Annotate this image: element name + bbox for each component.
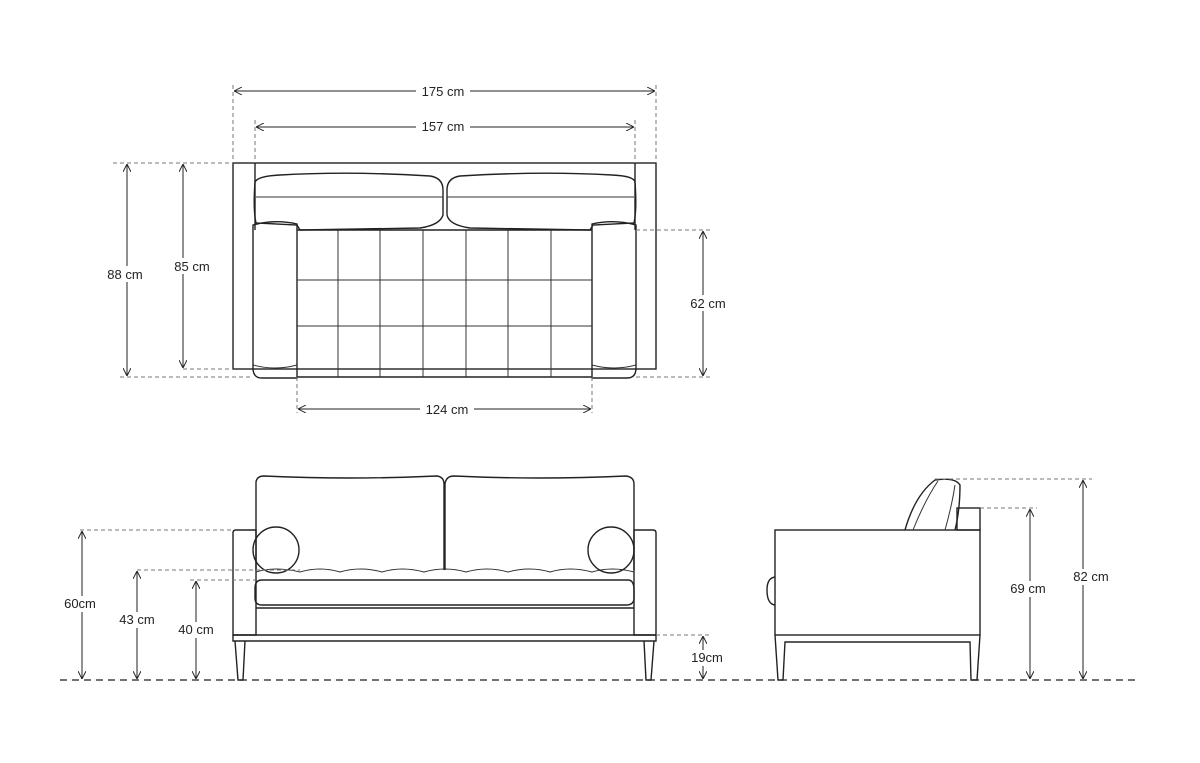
back-cushion-right bbox=[446, 172, 637, 231]
bolster-left bbox=[252, 526, 300, 574]
arm-right bbox=[591, 221, 637, 379]
dim-62: 62 cm bbox=[690, 296, 725, 311]
front-bolster bbox=[766, 576, 776, 606]
front-view: 60cm 43 cm 40 cm 19cm bbox=[58, 475, 728, 681]
dim-43: 43 cm bbox=[119, 612, 154, 627]
dim-82: 82 cm bbox=[1073, 569, 1108, 584]
dim-19: 19cm bbox=[691, 650, 723, 665]
leg-left bbox=[234, 640, 246, 681]
dim-157: 157 cm bbox=[422, 119, 465, 134]
dim-85: 85 cm bbox=[174, 259, 209, 274]
leg-right bbox=[643, 640, 655, 681]
back-cushion-left bbox=[253, 172, 444, 231]
back-cushion-right bbox=[444, 475, 635, 570]
side-view: 69 cm 82 cm bbox=[766, 478, 1114, 681]
side-legs bbox=[774, 634, 981, 681]
side-body bbox=[774, 529, 981, 636]
arm-left bbox=[232, 529, 257, 636]
dim-60: 60cm bbox=[64, 596, 96, 611]
seat-cushion bbox=[254, 579, 635, 606]
dim-124: 124 cm bbox=[426, 402, 469, 417]
dim-88: 88 cm bbox=[107, 267, 142, 282]
seat-grid bbox=[297, 229, 592, 378]
frame-outline bbox=[232, 162, 657, 370]
back-cushion bbox=[904, 478, 961, 531]
arm-top bbox=[956, 507, 981, 531]
back-cushion-left bbox=[255, 475, 445, 570]
arm-left bbox=[252, 221, 298, 379]
top-view: 175 cm 157 cm 88 cm 85 cm 62 cm 124 cm bbox=[103, 83, 730, 417]
dim-40: 40 cm bbox=[178, 622, 213, 637]
dim-69: 69 cm bbox=[1010, 581, 1045, 596]
dim-175: 175 cm bbox=[422, 84, 465, 99]
arm-right bbox=[633, 529, 657, 636]
bolster-right bbox=[587, 526, 635, 574]
